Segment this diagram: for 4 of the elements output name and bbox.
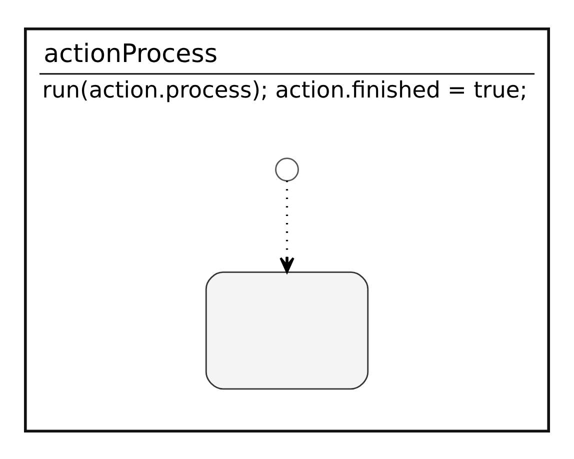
cluster: actionProcess run(action.process); action.finished = true; — [24, 26, 550, 432]
node-circle — [275, 157, 299, 181]
arrow — [280, 180, 294, 273]
node-box — [205, 271, 369, 390]
